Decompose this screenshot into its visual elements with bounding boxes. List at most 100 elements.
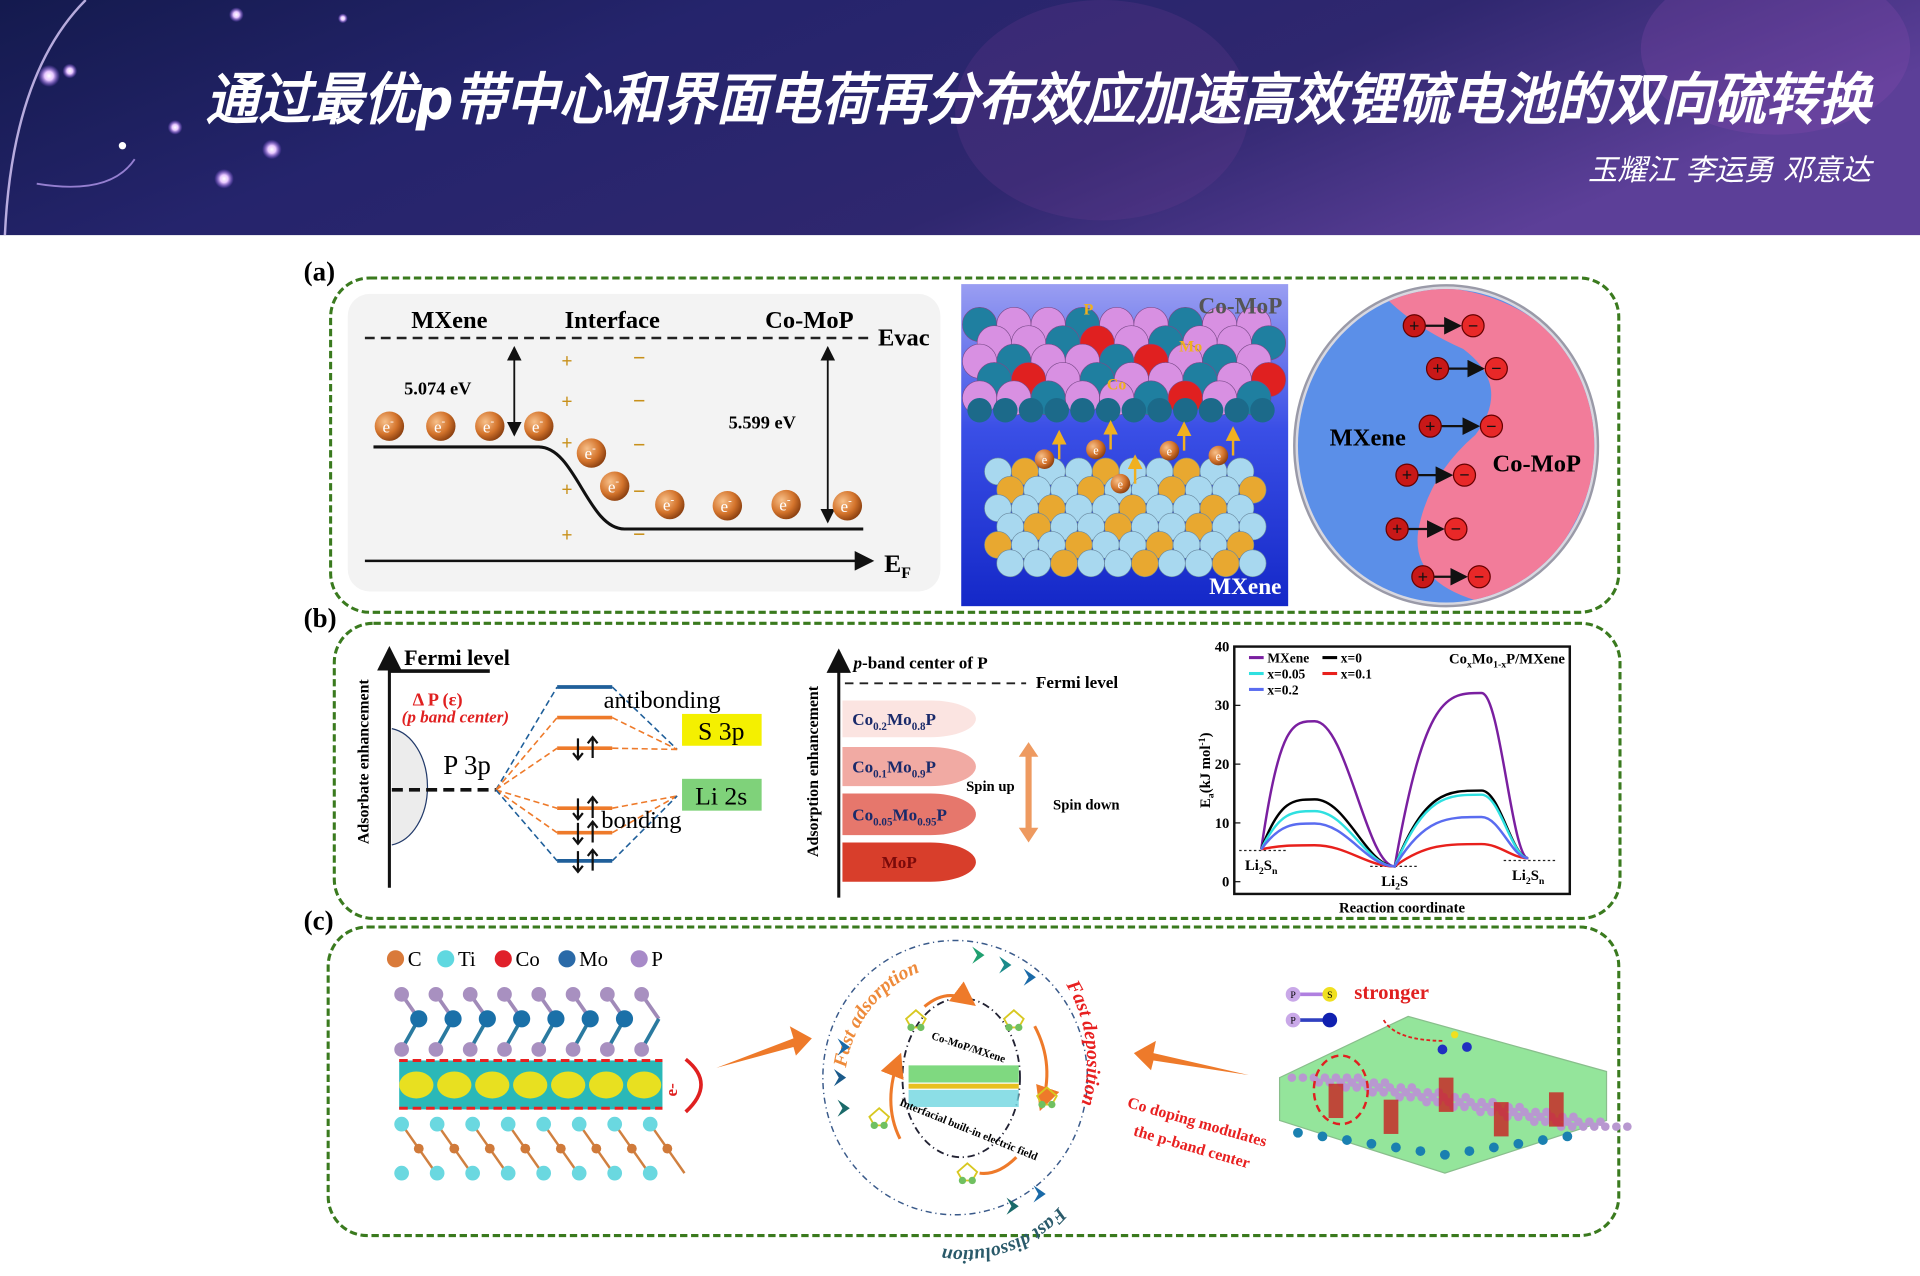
electron-label: e — [1118, 478, 1123, 492]
density-of-states-curve — [391, 728, 429, 846]
electron-ball — [1159, 440, 1180, 461]
panel-b-frame — [332, 621, 1622, 920]
orbital-correlation-line — [495, 717, 558, 791]
positive-charge — [1385, 517, 1409, 541]
electron-ball — [832, 491, 863, 521]
mo-atom — [1537, 1135, 1548, 1145]
electron-label: e- — [608, 476, 620, 496]
atom — [1173, 397, 1198, 423]
y-tick-label: 20 — [1215, 757, 1230, 773]
p-atom-label: P — [1290, 1016, 1296, 1027]
electron-ball — [576, 438, 607, 468]
s-atom — [1451, 1031, 1459, 1039]
electron-sign: - — [592, 443, 596, 455]
comop-layer — [908, 1065, 1019, 1083]
ti-atom — [571, 1165, 587, 1181]
orbital-correlation-line — [611, 795, 678, 834]
atom — [1050, 549, 1078, 578]
header-sparkles — [37, 7, 348, 189]
p-atom — [531, 1042, 547, 1057]
p-atom — [1320, 1073, 1330, 1082]
c-atom — [626, 1143, 637, 1154]
p-band-level — [842, 700, 976, 738]
electron-ball — [712, 491, 743, 521]
mo-atom — [1366, 1138, 1377, 1149]
plus-charge: + — [561, 525, 572, 546]
p-atom — [1477, 1097, 1486, 1107]
electron-sign: - — [671, 494, 675, 506]
c-atom — [413, 1143, 424, 1154]
state-sub: 2 — [1526, 876, 1531, 887]
mo-atom — [513, 1010, 531, 1028]
negative-charge — [1452, 463, 1477, 487]
s-atom-label: S — [1327, 990, 1332, 1001]
p-atom — [1623, 1122, 1632, 1131]
charge-accumulation — [551, 1071, 586, 1099]
positive-charge — [1402, 314, 1426, 338]
spin-down-label: Spin down — [1053, 797, 1120, 813]
p-atom — [428, 1042, 444, 1057]
charge-pairs: +−+−+−+−+−+− — [1385, 314, 1508, 589]
p-atom — [394, 987, 409, 1002]
plus-charge: + — [561, 433, 572, 454]
electron-sign: - — [540, 416, 544, 428]
electron-ball — [1034, 449, 1055, 470]
negative-charge — [1467, 565, 1491, 589]
p-atom — [1407, 1083, 1417, 1092]
state-mid: S — [1400, 874, 1408, 890]
electron-ball — [374, 411, 405, 441]
positive-charge — [1411, 565, 1435, 589]
y-tick-label: 0 — [1222, 875, 1229, 891]
page-title: 通过最优p带中心和界面电荷再分布效应加速高效锂硫电池的双向硫转换 — [206, 68, 1875, 133]
electron-symbol: e — [383, 417, 391, 436]
slab-atoms — [1287, 1031, 1632, 1160]
panel-a-frame — [329, 276, 1621, 614]
atom — [1211, 549, 1240, 578]
atom — [993, 397, 1018, 423]
header-light-arc — [3, 0, 87, 236]
x-axis-label: Reaction coordinate — [1339, 900, 1466, 916]
p-atom — [634, 987, 649, 1002]
legend-atom-ti — [437, 950, 455, 968]
electron-sign: - — [442, 416, 446, 428]
mo-atom — [1391, 1142, 1401, 1153]
plus-sign: + — [1432, 359, 1442, 379]
plus-sign: + — [1402, 465, 1412, 485]
chevron — [999, 956, 1012, 974]
plus-sign: + — [1418, 567, 1428, 587]
atom — [1158, 549, 1186, 578]
mo-atom — [410, 1010, 428, 1028]
ti-atom — [571, 1116, 587, 1132]
element: P — [925, 710, 935, 729]
header-bokeh — [955, 0, 1249, 221]
ti-atom — [465, 1116, 480, 1132]
mo-atom — [547, 1010, 565, 1028]
negative-charge — [1444, 517, 1468, 541]
cycle-chevrons — [833, 946, 1046, 1215]
electron-label: e- — [662, 1083, 681, 1097]
electron-symbol: e — [779, 496, 787, 515]
mo-atom — [1488, 1142, 1499, 1153]
delta-p-label: Δ P (ε) — [413, 689, 463, 710]
charge-accumulation — [437, 1071, 472, 1099]
ti-atom — [429, 1165, 445, 1181]
p-atom — [1287, 1073, 1297, 1082]
authors: 玉耀江 李运勇 邓意达 — [1588, 153, 1875, 187]
c-atom — [484, 1143, 495, 1154]
electron-symbol: e — [532, 417, 540, 436]
polysulfide-molecules — [868, 1009, 1058, 1185]
legend-label: x=0.2 — [1267, 682, 1298, 697]
s3p-label: S 3p — [698, 717, 744, 746]
element: Co — [852, 805, 873, 824]
atom — [996, 549, 1024, 578]
c-atom — [449, 1143, 460, 1154]
p-band-level — [842, 793, 976, 836]
electron-label: e- — [483, 416, 495, 436]
panel-c-label: (c) — [304, 905, 334, 935]
co-dopant — [1548, 1092, 1564, 1127]
ti-atom — [500, 1165, 516, 1181]
mo-atom — [1317, 1131, 1328, 1142]
state-sub: 2 — [1395, 882, 1400, 893]
